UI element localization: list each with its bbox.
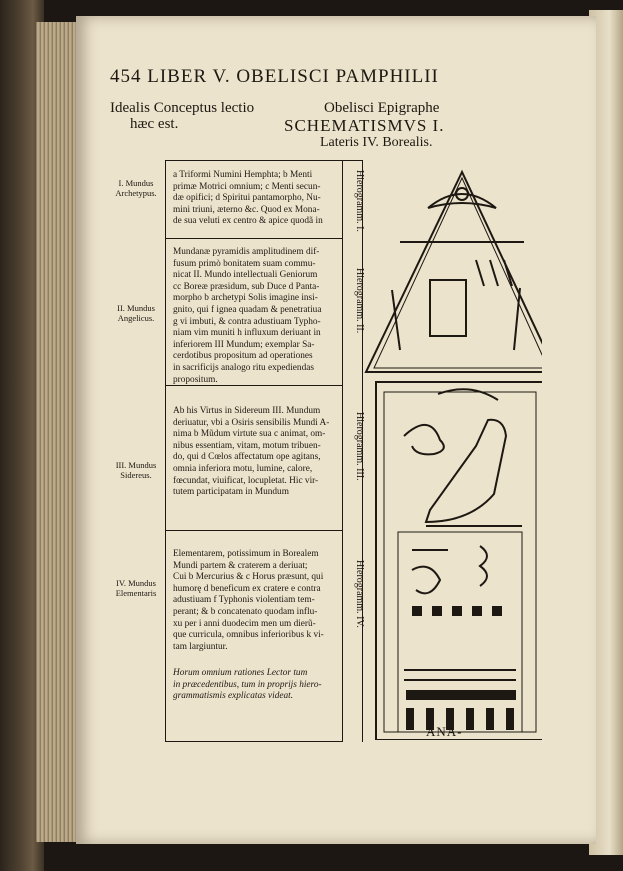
pyramidion-outline xyxy=(364,169,542,373)
pyramidion-inner-outline xyxy=(373,176,542,369)
serpent-icon xyxy=(403,424,445,456)
mundus-label-2: II. Mundus Angelicus. xyxy=(106,303,166,323)
bottom-stroke-4 xyxy=(466,708,474,730)
mundus-label-3-line-1: III. Mundus xyxy=(115,460,157,470)
mundus-label-2-line-2: Angelicus. xyxy=(117,313,155,323)
mundus-label-1-line-2: Archetypus. xyxy=(115,188,157,198)
checker-glyph-2 xyxy=(432,606,442,616)
falcon-icon xyxy=(424,418,508,524)
bottom-stroke-5 xyxy=(486,708,494,730)
divider-2 xyxy=(166,385,342,386)
bottom-rule xyxy=(166,741,342,742)
mundus-label-3: III. Mundus Sidereus. xyxy=(106,460,166,480)
lower-panel xyxy=(397,531,523,733)
text-block-4: Elementarem, potissimum in Borealem Mund… xyxy=(173,549,324,652)
mundus-label-1-line-1: I. Mundus xyxy=(118,178,154,188)
final-note: Horum omnium rationes Lector tum in præc… xyxy=(173,668,322,702)
right-rule xyxy=(362,160,363,742)
left-heading-line-1: Idealis Conceptus lectio xyxy=(110,100,255,116)
crescent-icon xyxy=(437,388,499,401)
divider-1 xyxy=(166,238,342,239)
running-header: 454 LIBER V. OBELISCI PAMPHILII xyxy=(110,66,439,87)
bottom-stroke-6 xyxy=(506,708,514,730)
mundus-label-1: I. Mundus Archetypus. xyxy=(106,178,166,198)
boat-glyph-icon xyxy=(404,669,516,681)
checker-glyph-3 xyxy=(452,606,462,616)
winged-disk-icon xyxy=(427,193,497,209)
attendant-figures-icon xyxy=(391,287,521,351)
bottom-band-1 xyxy=(406,690,516,700)
mundus-label-4: IV. Mundus Elementaris xyxy=(106,578,166,598)
coil-glyph-icon xyxy=(478,545,488,587)
left-heading-line-2: hæc est. xyxy=(130,116,179,132)
middle-rule xyxy=(342,160,343,742)
obelisk-engraving xyxy=(364,169,542,740)
checker-glyph-5 xyxy=(492,606,502,616)
checker-glyph-4 xyxy=(472,606,482,616)
mundus-label-2-line-1: II. Mundus xyxy=(117,303,155,313)
mundus-label-3-line-2: Sidereus. xyxy=(120,470,152,480)
page-edges xyxy=(36,22,80,842)
text-block-1: a Triformi Numini Hemphta; b Menti primæ… xyxy=(173,170,323,227)
page xyxy=(76,16,596,844)
mundus-label-4-line-1: IV. Mundus xyxy=(116,578,156,588)
throne-figure-icon xyxy=(429,279,467,337)
mundus-label-4-line-2: Elementaris xyxy=(115,588,157,598)
text-block-3: Ab his Virtus in Sidereum III. Mundum de… xyxy=(173,406,330,498)
left-rule xyxy=(165,160,166,742)
checker-glyph-1 xyxy=(412,606,422,616)
staff-hieroglyphs-icon xyxy=(475,259,513,287)
catchword: ANA- xyxy=(426,724,463,739)
divider-3 xyxy=(166,530,342,531)
bottom-stroke-2 xyxy=(426,708,434,730)
glyph-cluster-icon xyxy=(411,549,448,595)
sun-disk-icon xyxy=(455,187,469,201)
right-heading-line-3: Lateris IV. Borealis. xyxy=(320,135,433,150)
right-heading-line-2: SCHEMATISMVS I. xyxy=(284,116,445,135)
top-rule xyxy=(165,160,363,161)
right-heading-line-1: Obelisci Epigraphe xyxy=(324,100,440,116)
text-block-2: Mundanæ pyramidis amplitudinem dif- fusu… xyxy=(173,247,322,385)
obelisk-shaft xyxy=(375,381,542,740)
bottom-stroke-1 xyxy=(406,708,414,730)
bottom-stroke-3 xyxy=(446,708,454,730)
